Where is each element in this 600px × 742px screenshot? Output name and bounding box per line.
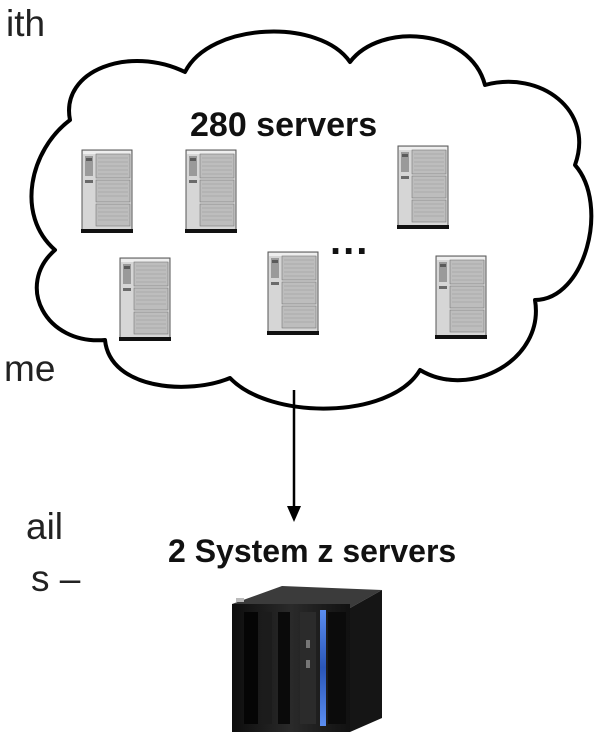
arrow-down-icon [287,390,301,522]
rack-server-icon [184,149,238,234]
mainframe-title: 2 System z servers [168,533,457,569]
ellipsis: ... [330,219,370,263]
text-fragment-2: me [4,348,56,389]
cloud-title: 280 servers [190,106,378,144]
text-fragment-3: ail [26,506,64,547]
rack-server-icon [266,251,320,336]
rack-server-icon [80,149,134,234]
rack-server-icon [434,255,488,340]
rack-server-icon [396,145,450,230]
mainframe-icon [232,586,382,732]
text-fragment-1: ith [6,3,46,44]
rack-server-icon [118,257,172,342]
text-fragment-4: s – [31,558,81,599]
